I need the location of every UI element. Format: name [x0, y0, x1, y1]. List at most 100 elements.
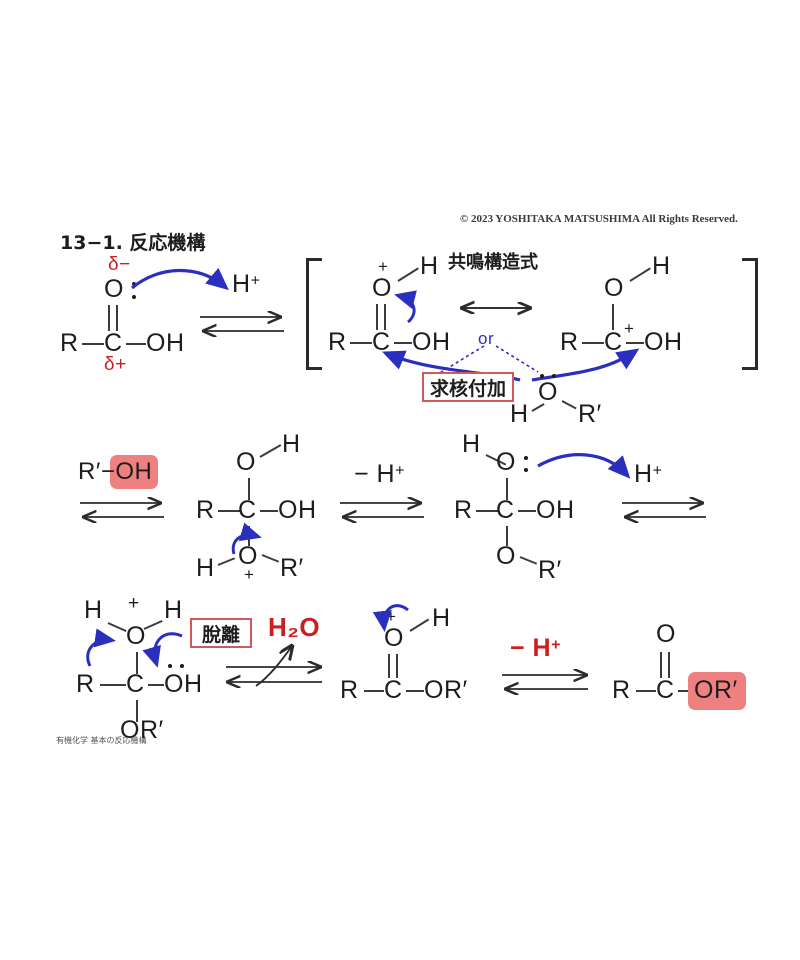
hydroxyl-label: OH — [164, 670, 203, 698]
row2-intermediate-neutral: H O R C OH O R′ — [454, 432, 616, 584]
carbonyl-oxygen-label: O — [104, 275, 124, 303]
bond-o-rprime — [519, 556, 538, 565]
bond-c-oh — [394, 342, 412, 344]
double-bond-line — [116, 305, 118, 331]
bond-c-oh — [260, 510, 278, 512]
central-carbon-label: C — [126, 670, 145, 698]
positive-charge-label: + — [624, 319, 635, 338]
r-group-label: R — [612, 676, 631, 704]
row1-resonance-structure-right: O H R C + OH — [560, 254, 740, 362]
r-group-label: R — [76, 670, 95, 698]
carbon-label: C — [656, 676, 675, 704]
row2-intermediate-oxonium: H O R C OH O + H R′ — [196, 430, 358, 584]
double-bond-line — [660, 652, 662, 678]
hydroxyl-label: OH — [644, 328, 683, 356]
electron-flow-arrow-2 — [231, 522, 262, 555]
nucleophilic-addition-label: 求核付加 — [429, 377, 506, 400]
bond-o-h — [143, 619, 163, 630]
delta-plus-label: δ+ — [104, 354, 127, 375]
hydrogen-label: H — [164, 596, 183, 624]
lone-pair-dot — [524, 468, 528, 472]
electron-flow-arrow-4 — [86, 628, 116, 667]
reagent-highlight-chip — [110, 455, 158, 489]
lone-pair-dot — [524, 456, 528, 460]
minus-proton-charge: + — [395, 462, 405, 480]
equilibrium-arrow-1 — [200, 310, 284, 342]
copyright-notice: © 2023 YOSHITAKA MATSUSHIMA All Rights R… — [460, 213, 738, 225]
equilibrium-arrow-6 — [502, 668, 588, 700]
row2-proton-reagent: H+ — [634, 462, 662, 487]
hydrogen-label: H — [432, 604, 451, 632]
bond-c-oh — [126, 343, 146, 345]
lone-pair-dot — [180, 664, 184, 668]
bond-o-h — [397, 267, 419, 282]
positive-charge-label: + — [378, 257, 389, 276]
carbonyl-carbon-label: C — [104, 329, 123, 357]
bond-c-or — [678, 690, 692, 692]
positive-charge-label: + — [128, 593, 140, 614]
lone-pair-dot — [132, 295, 136, 299]
bond-r-c — [582, 342, 604, 344]
carbonyl-oxygen-label: O — [656, 620, 676, 648]
or-dotted-connectors — [437, 345, 539, 375]
bond-r-c — [636, 690, 656, 692]
carbon-label: C — [372, 328, 391, 356]
bond-o-c — [248, 478, 250, 500]
elimination-label: 脫離 — [201, 623, 240, 646]
oxygen-label: O — [604, 274, 624, 302]
r-group-label: R — [196, 496, 215, 524]
alkoxy-group-label: OR′ — [694, 676, 738, 704]
hydroxyl-label: OH — [146, 329, 185, 357]
bond-o-c — [506, 478, 508, 500]
bond-r-c — [350, 342, 372, 344]
double-bond-line — [108, 305, 110, 331]
bond-o-c — [136, 652, 138, 674]
hydroxyl-label: OH — [278, 496, 317, 524]
row1-nucleophile-alcohol: O H R′ — [510, 374, 622, 428]
lone-pair-dot — [168, 664, 172, 668]
alkoxy-group-label: OR′ — [424, 676, 468, 704]
or-label: or — [478, 329, 495, 348]
proton-charge: + — [652, 462, 663, 480]
oxonium-oxygen-label: O — [238, 542, 258, 570]
oxonium-oxygen-label: O — [126, 622, 146, 650]
oxygen-label: O — [236, 448, 256, 476]
delta-minus-label: δ− — [108, 254, 131, 275]
hydrogen-label: H — [282, 430, 301, 458]
hydrogen-label: H — [652, 252, 671, 280]
central-carbon-label: C — [496, 496, 515, 524]
electron-flow-arrow-3 — [537, 453, 631, 479]
double-bond-line — [668, 652, 670, 678]
equilibrium-arrow-4 — [622, 496, 706, 528]
oxygen-label: O — [372, 274, 392, 302]
resonance-bracket-right — [742, 258, 758, 370]
r-group-label: R — [560, 328, 579, 356]
electron-flow-arrow-5 — [142, 632, 183, 668]
row1-proton-reagent: H+ — [232, 272, 260, 297]
r-group-label: R — [454, 496, 473, 524]
bond-r-c — [100, 684, 126, 686]
double-bond-line — [388, 654, 390, 678]
bond-o-h — [629, 267, 651, 282]
bond-r-c — [218, 510, 240, 512]
r-group-label: R — [340, 676, 359, 704]
rprime-group-label: R′ — [578, 400, 602, 428]
resonance-heading: 共鳴構造式 — [448, 252, 538, 273]
equilibrium-arrow-2 — [80, 496, 164, 528]
alkoxy-group-label: OR′ — [120, 716, 164, 744]
row3-oxonium-intermediate: H + H O R C OH OR′ — [76, 594, 256, 743]
rprime-group-label: R′ — [538, 556, 562, 584]
row3-protonated-ester: + O H R C OR′ — [340, 606, 510, 704]
bond-r-c — [476, 510, 498, 512]
proton-label: H — [634, 460, 653, 488]
proton-charge: + — [250, 272, 261, 290]
page-title: 13−1. 反応機構 — [60, 232, 206, 254]
resonance-bracket-left — [306, 258, 322, 370]
bond-o-c — [612, 304, 614, 330]
minus-proton-text: − H — [354, 460, 396, 488]
equilibrium-arrow-5 — [226, 660, 322, 694]
oxygen-label: O — [496, 448, 516, 476]
bond-r-c — [82, 343, 104, 345]
hydroxyl-label: OH — [536, 496, 575, 524]
hydrogen-label: H — [196, 554, 215, 582]
